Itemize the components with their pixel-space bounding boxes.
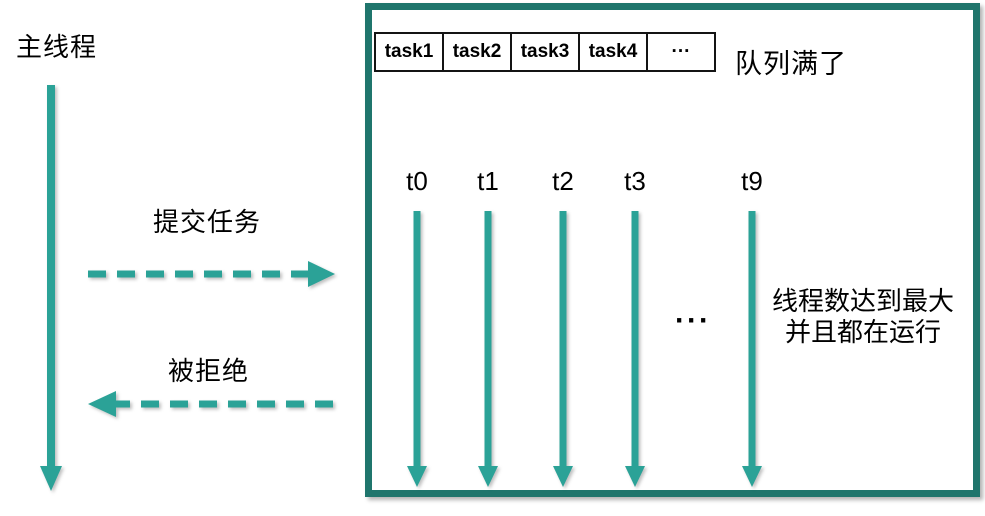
rejected-arrowhead-icon	[88, 391, 116, 417]
rejected-label: 被拒绝	[168, 356, 250, 386]
thread-label-t2: t2	[552, 166, 574, 196]
queue-cell-task3: task3	[510, 32, 580, 72]
thread-label-t9: t9	[741, 166, 763, 196]
queue-cell-task1: task1	[374, 32, 444, 72]
submit-task-arrow-icon	[88, 261, 335, 287]
submit-arrowhead-icon	[308, 261, 335, 287]
threads-ellipsis: ···	[675, 304, 711, 337]
main-thread-arrowhead-icon	[40, 466, 62, 491]
thread-label-t1: t1	[477, 166, 499, 196]
main-thread-arrow-icon	[40, 85, 62, 491]
thread-label-t3: t3	[624, 166, 646, 196]
thread-pool-box	[365, 3, 980, 497]
thread-label-t0: t0	[406, 166, 428, 196]
max-threads-status-label: 线程数达到最大 并且都在运行	[752, 286, 974, 348]
main-thread-label: 主线程	[16, 32, 98, 62]
max-threads-status-line2: 并且都在运行	[784, 317, 941, 347]
rejected-arrow-icon	[88, 391, 333, 417]
queue-full-label: 队列满了	[735, 49, 847, 79]
max-threads-status-line1: 线程数达到最大	[771, 286, 954, 316]
queue-cell-task2: task2	[442, 32, 512, 72]
queue-cell-ellipsis: ···	[646, 32, 716, 72]
submit-task-label: 提交任务	[153, 207, 262, 237]
task-queue: task1 task2 task3 task4 ···	[374, 32, 716, 72]
queue-cell-task4: task4	[578, 32, 648, 72]
